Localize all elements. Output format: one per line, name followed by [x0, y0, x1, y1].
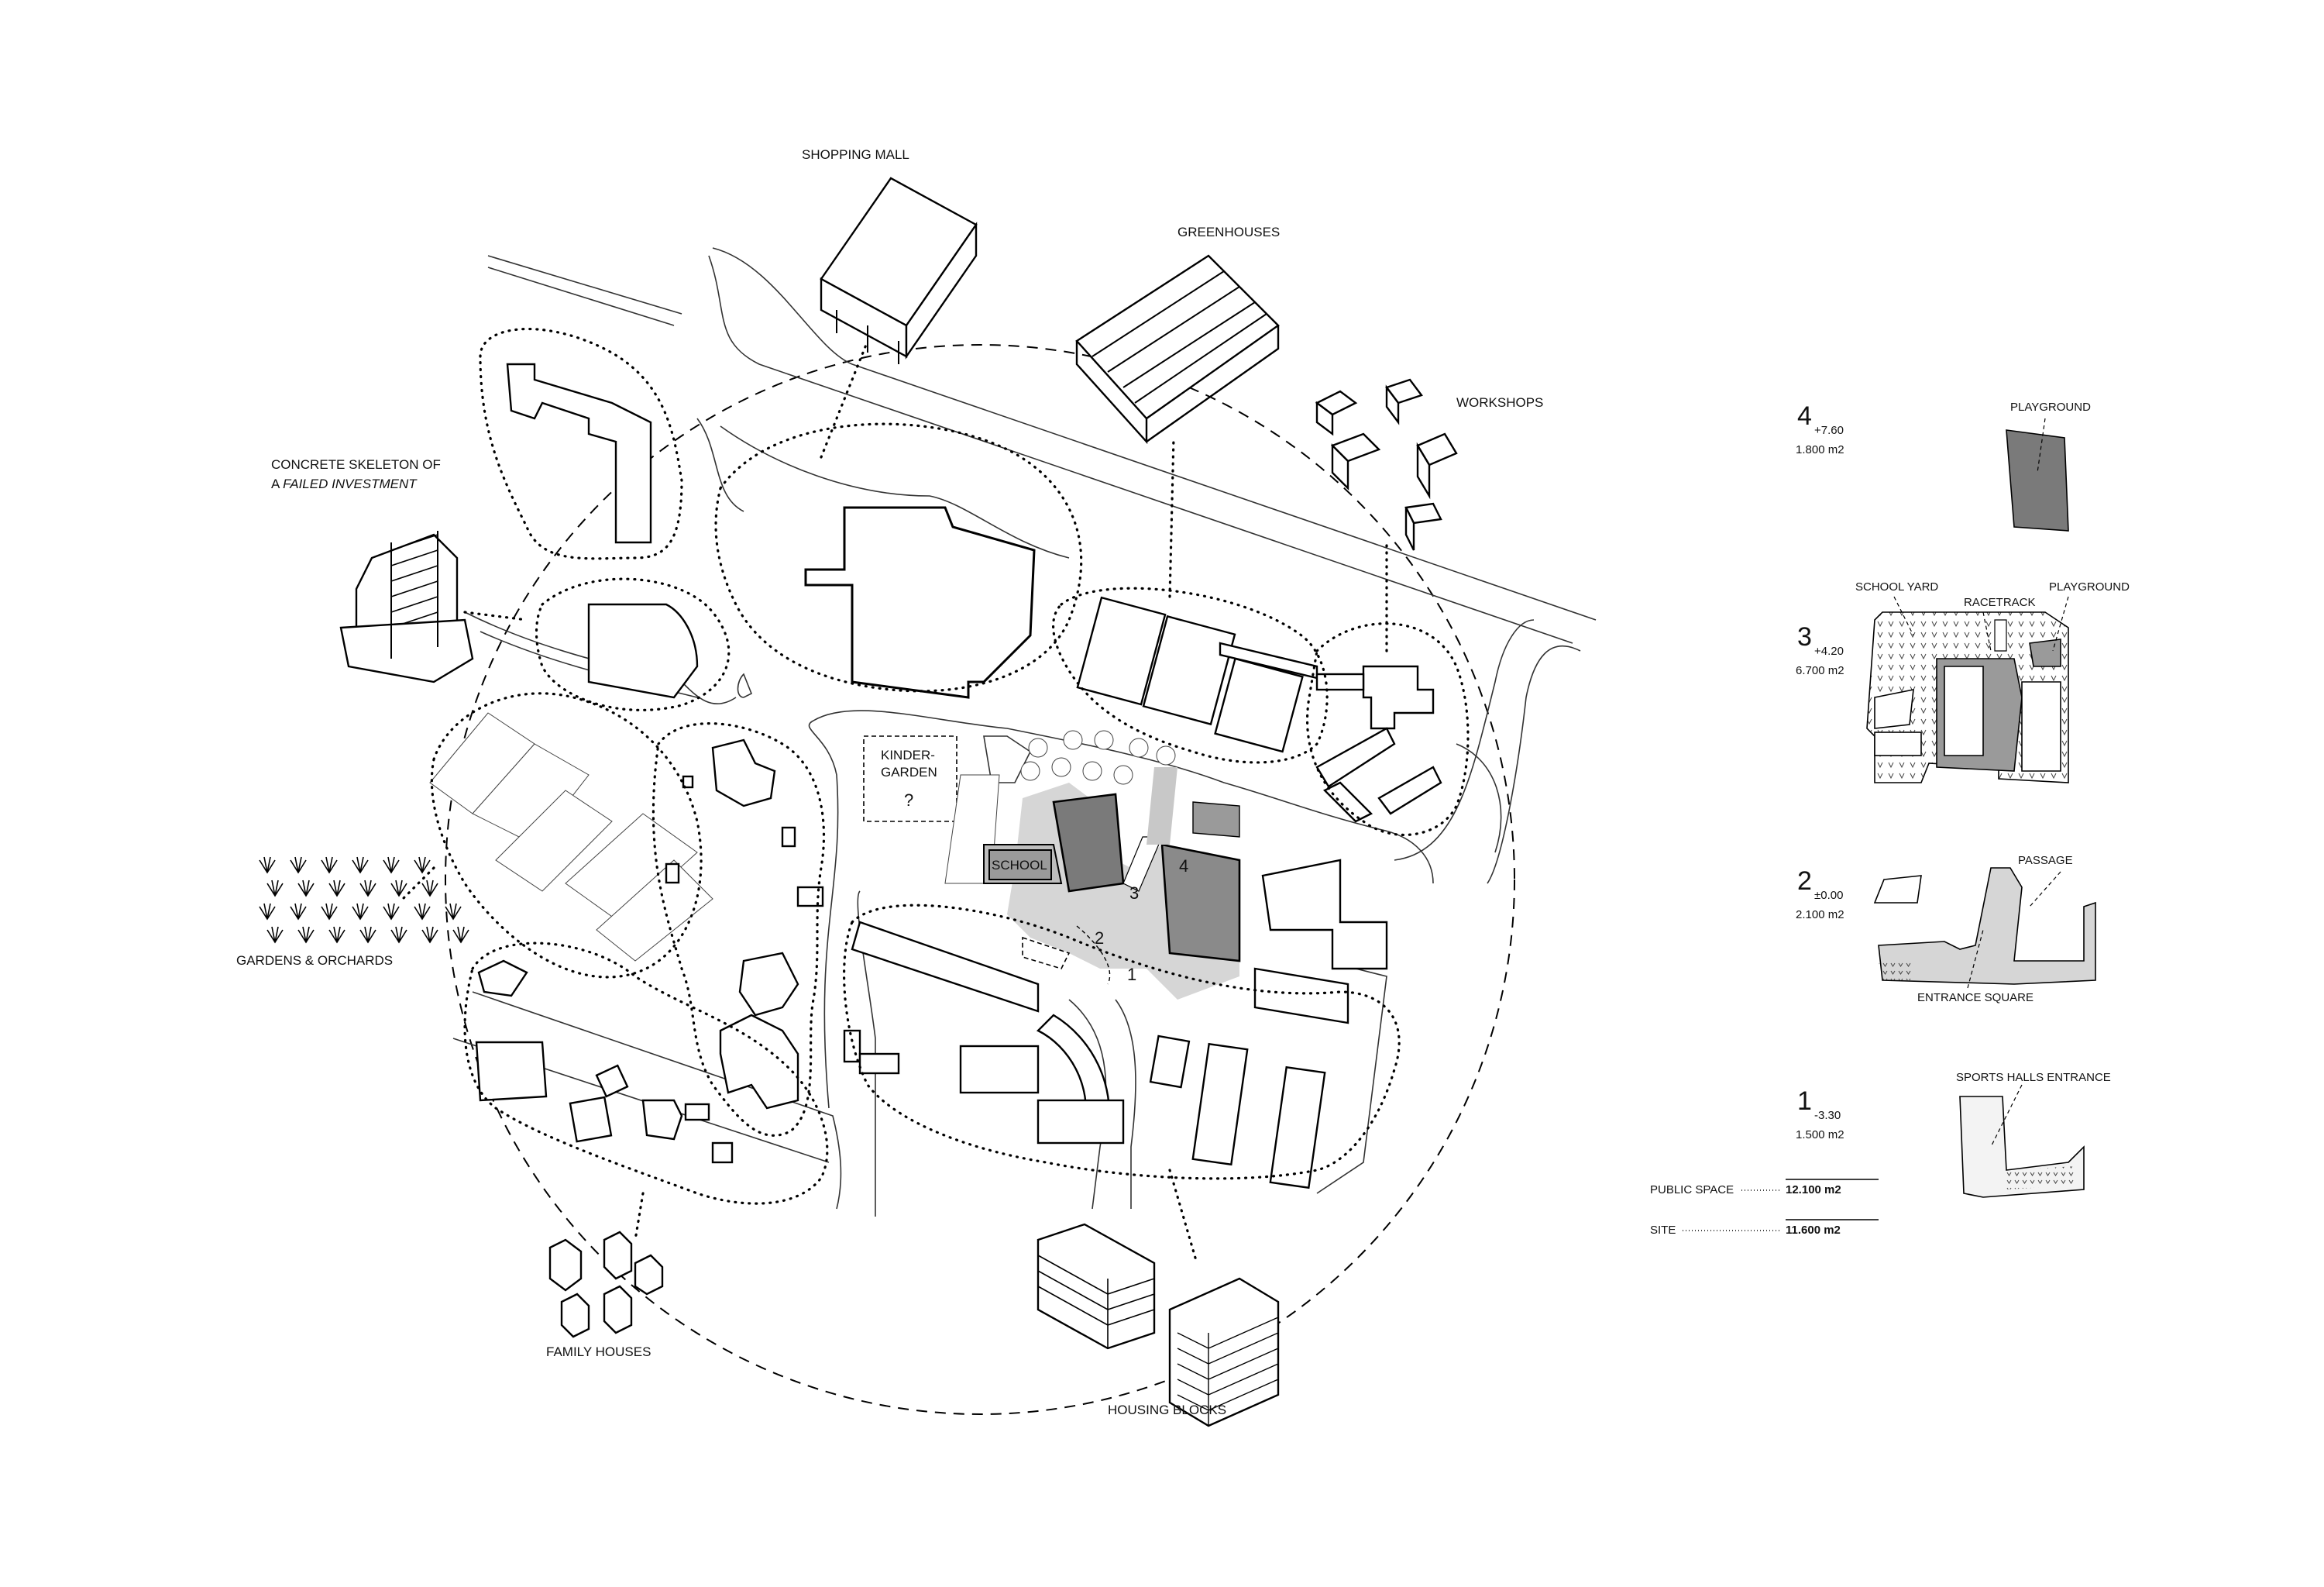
summary-site-label: SITE [1650, 1224, 1676, 1237]
legend-area-3: 6.700 m2 [1796, 664, 1844, 677]
legend-zone-racetrack: RACETRACK [1964, 596, 2036, 609]
plant-icon [445, 903, 462, 921]
legend-elevation-4: +7.60 [1814, 424, 1844, 437]
legend-level-3: 3 +4.20 6.700 m2 SCHOOL YARD RACETRACK P… [1796, 580, 2130, 783]
legend-zone-playground-3: PLAYGROUND [2049, 580, 2130, 594]
legend-zone-playground-top: PLAYGROUND [2010, 401, 2091, 414]
legend-zone-entrance-square: ENTRANCE SQUARE [1917, 991, 2033, 1004]
plant-icon [328, 926, 346, 944]
label-greenhouses: GREENHOUSES [1177, 225, 1280, 239]
summary-site-value: 11.600 m2 [1786, 1224, 1841, 1237]
kindergarden-site [863, 735, 957, 822]
legend-elevation-2: ±0.00 [1814, 889, 1843, 902]
legend-area-1: 1.500 m2 [1796, 1128, 1844, 1141]
plant-icon [390, 880, 407, 897]
marker-level-2: 2 [1095, 928, 1104, 948]
shopping-mall-sketch [820, 177, 978, 364]
label-workshops: WORKSHOPS [1456, 395, 1543, 410]
plant-icon [290, 856, 307, 874]
plant-icon [383, 856, 400, 874]
legend-area-2: 2.100 m2 [1796, 908, 1844, 921]
plant-icon [414, 903, 431, 921]
label-housing-blocks: HOUSING BLOCKS [1108, 1403, 1226, 1417]
marker-level-1: 1 [1127, 965, 1136, 984]
legend-elevation-3: +4.20 [1814, 645, 1844, 658]
legend-zone-school-yard: SCHOOL YARD [1855, 580, 1938, 594]
label-kindergarden-2: GARDEN [881, 765, 937, 780]
trees [1020, 730, 1176, 785]
label-gardens-orchards: GARDENS & ORCHARDS [236, 953, 393, 968]
greenhouses-sketch [1075, 254, 1280, 445]
legend-number-3: 3 [1797, 622, 1812, 652]
plant-icon [352, 903, 369, 921]
plant-icon [290, 903, 307, 921]
legend-level-4: 4 +7.60 1.800 m2 PLAYGROUND [1796, 401, 2091, 532]
workshops-sketch [1315, 378, 1458, 551]
legend-area-4: 1.800 m2 [1796, 443, 1844, 456]
plant-icon [328, 880, 346, 897]
plant-icon [421, 926, 438, 944]
plant-icon [421, 880, 438, 897]
legend-level-1: 1 -3.30 1.500 m2 SPORTS HALLS ENTRANCE [1796, 1071, 2111, 1198]
plant-icon [266, 880, 284, 897]
map-buildings [429, 363, 1442, 1189]
plant-icon [414, 856, 431, 874]
plant-icon [259, 903, 276, 921]
legend-zone-sports-halls-entrance: SPORTS HALLS ENTRANCE [1956, 1071, 2111, 1084]
legend-level-2: 2 ±0.00 2.100 m2 PASSAGE ENTRANCE SQUARE [1796, 854, 2096, 1004]
road-network [452, 247, 1597, 1217]
plant-icon [452, 926, 469, 944]
plant-icon [297, 926, 315, 944]
context-circle [445, 344, 1515, 1415]
plant-icon [352, 856, 369, 874]
plant-icon [359, 880, 376, 897]
concrete-skeleton-sketch [339, 531, 474, 683]
legend-number-1: 1 [1797, 1086, 1812, 1116]
label-family-houses: FAMILY HOUSES [546, 1344, 651, 1359]
legend-zone-passage: PASSAGE [2018, 854, 2073, 867]
marker-level-3: 3 [1129, 883, 1139, 903]
legend-elevation-1: -3.30 [1814, 1109, 1841, 1122]
plant-icon [321, 903, 338, 921]
family-houses-sketch [548, 1231, 664, 1338]
marker-level-4: 4 [1179, 856, 1188, 876]
label-concrete-skeleton: CONCRETE SKELETON OF [271, 457, 441, 472]
legend-number-4: 4 [1797, 401, 1812, 431]
summary-public-space-value: 12.100 m2 [1786, 1183, 1841, 1196]
label-failed-investment: A FAILED INVESTMENT [271, 477, 418, 491]
label-kindergarden-question: ? [904, 790, 913, 810]
plant-icon [297, 880, 315, 897]
plant-icon [266, 926, 284, 944]
housing-blocks-sketch [1037, 1223, 1280, 1427]
plant-icon [259, 856, 276, 874]
garden-plots [429, 712, 713, 962]
garden-plants [259, 856, 469, 944]
plant-icon [321, 856, 338, 874]
legend-summary: PUBLIC SPACE 12.100 m2 SITE 11.600 m2 [1650, 1179, 1879, 1237]
plant-icon [359, 926, 376, 944]
label-school: SCHOOL [992, 858, 1047, 873]
legend-number-2: 2 [1797, 866, 1812, 896]
plant-icon [390, 926, 407, 944]
summary-public-space-label: PUBLIC SPACE [1650, 1183, 1734, 1196]
label-shopping-mall: SHOPPING MALL [802, 147, 909, 162]
school-complex [983, 767, 1241, 1000]
neighbourhood-outlines [401, 328, 1470, 1265]
label-kindergarden-1: KINDER- [881, 748, 935, 763]
plant-icon [383, 903, 400, 921]
